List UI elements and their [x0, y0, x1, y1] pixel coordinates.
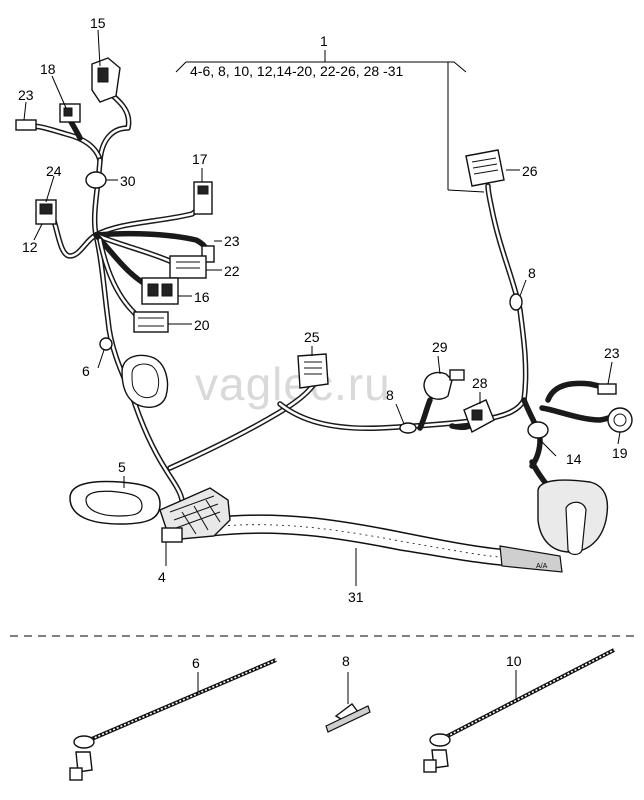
- connector-20: [133, 311, 169, 333]
- connector-23-top: [15, 119, 37, 131]
- connector-22: [169, 255, 207, 279]
- connector-15: [91, 57, 121, 103]
- callout-25: 25: [304, 329, 320, 345]
- callout-23-mid: 23: [224, 233, 240, 249]
- callout-31: 31: [348, 589, 364, 605]
- group-range: 4-6, 8, 10, 12,14-20, 22-26, 28 -31: [190, 63, 403, 79]
- callout-14: 14: [566, 451, 582, 467]
- svg-text:A/A: A/A: [536, 563, 548, 570]
- group-bracket: 1 4-6, 8, 10, 12,14-20, 22-26, 28 -31: [175, 33, 485, 193]
- harness-wires: [27, 85, 623, 503]
- clip-8-upper: [509, 293, 523, 311]
- conduit-31: A/A: [207, 514, 563, 573]
- callout-26: 26: [522, 163, 538, 179]
- cable-tie-6: 6: [69, 655, 277, 781]
- grommet-5: [69, 480, 161, 525]
- clip-4: [161, 527, 183, 543]
- grommet-left: [121, 354, 169, 408]
- callout-23-top: 23: [18, 87, 34, 103]
- callout-4: 4: [158, 569, 166, 585]
- callout-28: 28: [472, 375, 488, 391]
- clip-8-accessory: 8: [325, 653, 371, 733]
- cable-tie-10: 10: [423, 648, 615, 773]
- clip-8-lower: [399, 422, 417, 434]
- clip-6: [99, 337, 113, 351]
- callout-29: 29: [432, 339, 448, 355]
- grommet-30: [85, 171, 107, 189]
- connector-16: [141, 277, 179, 305]
- callout-8-lower: 8: [386, 387, 394, 403]
- callout-8-upper: 8: [528, 265, 536, 281]
- callout-15: 15: [90, 15, 106, 31]
- callout-30: 30: [120, 173, 136, 189]
- callout-19: 19: [612, 445, 628, 461]
- callout-22: 22: [224, 263, 240, 279]
- callout-23-right: 23: [604, 345, 620, 361]
- connector-17: [193, 181, 213, 215]
- callout-24: 24: [46, 163, 62, 179]
- connector-26: [465, 149, 505, 187]
- group-number: 1: [320, 33, 328, 49]
- right-holder: [537, 479, 609, 556]
- callout-20: 20: [194, 317, 210, 333]
- connector-23-right: [597, 383, 617, 395]
- connector-19: [607, 407, 633, 433]
- leader-lines: [23, 29, 621, 586]
- sensor-29: [423, 369, 465, 400]
- connector-28: [463, 399, 495, 434]
- callout-16: 16: [194, 289, 210, 305]
- callout-18: 18: [40, 61, 56, 77]
- callout-12: 12: [22, 239, 38, 255]
- connector-18: [59, 103, 81, 123]
- callout-6: 6: [82, 363, 90, 379]
- connector-24: [35, 199, 57, 225]
- callout-accessory-6: 6: [192, 655, 200, 671]
- callouts: 15 18 23 24 12 30 17 23 22 16 20 26 8 25…: [18, 15, 628, 605]
- grommet-14: [527, 421, 549, 439]
- callout-5: 5: [118, 459, 126, 475]
- callout-accessory-8: 8: [342, 653, 350, 669]
- callout-accessory-10: 10: [506, 653, 522, 669]
- callout-17: 17: [192, 151, 208, 167]
- connector-25: [297, 353, 329, 389]
